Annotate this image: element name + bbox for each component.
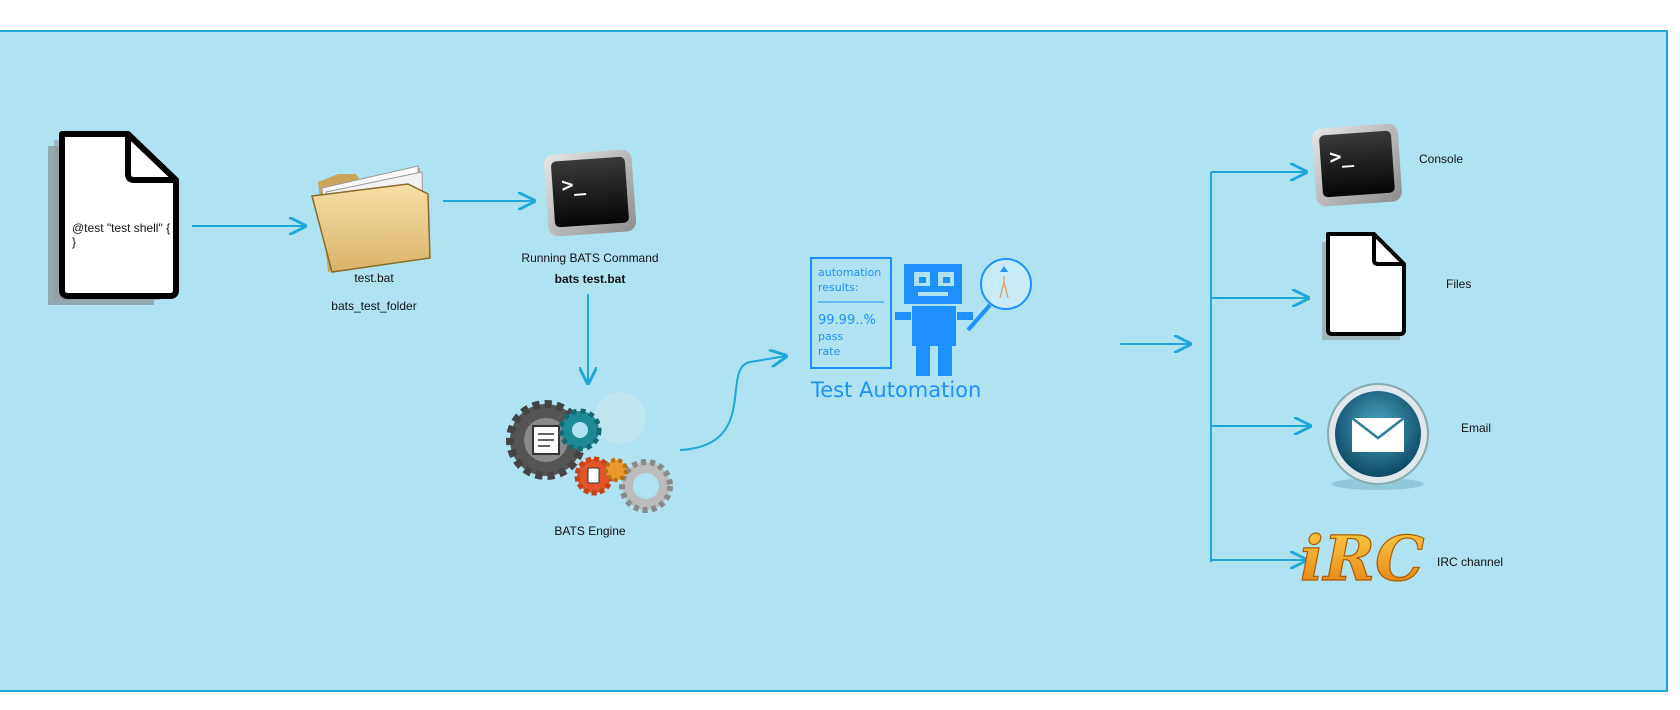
- svg-text:>_: >_: [1329, 143, 1356, 169]
- card-line-1: automation: [818, 266, 881, 279]
- command-text: bats test.bat: [555, 272, 626, 286]
- irc-logo: iRC: [1299, 521, 1425, 595]
- card-value: 99.99..%: [818, 313, 876, 328]
- output-label-files: Files: [1446, 277, 1471, 291]
- folder-label: bats_test_folder: [331, 299, 416, 313]
- arrow-engine-to-automation: [679, 356, 786, 451]
- gears-icon: [506, 392, 673, 513]
- svg-text:iRC: iRC: [1300, 522, 1424, 595]
- script-file-icon: @test "test shell" { }: [48, 131, 179, 305]
- svg-text:>_: >_: [561, 171, 588, 197]
- command-terminal-icon: >_: [543, 149, 637, 237]
- engine-label: BATS Engine: [554, 524, 625, 538]
- folder-icon: [311, 165, 431, 273]
- card-line-4: rate: [818, 345, 841, 358]
- output-label-irc: IRC channel: [1437, 555, 1503, 569]
- command-title: Running BATS Command: [521, 251, 658, 265]
- file-icon: [1322, 232, 1406, 340]
- test-automation-illustration: automation results: 99.99..% pass rate T…: [810, 257, 1032, 402]
- card-line-3: pass: [818, 330, 843, 343]
- email-icon: [1327, 383, 1429, 490]
- terminal-icon: >_: [1312, 123, 1402, 207]
- script-code-line-1: @test "test shell" {: [72, 221, 170, 235]
- output-label-email: Email: [1461, 421, 1491, 435]
- automation-title: Test Automation: [810, 378, 981, 402]
- script-code-line-2: }: [72, 235, 76, 249]
- file-label: test.bat: [354, 271, 394, 285]
- robot-icon: [895, 258, 1032, 376]
- output-label-console: Console: [1419, 152, 1463, 166]
- card-line-2: results:: [818, 281, 859, 294]
